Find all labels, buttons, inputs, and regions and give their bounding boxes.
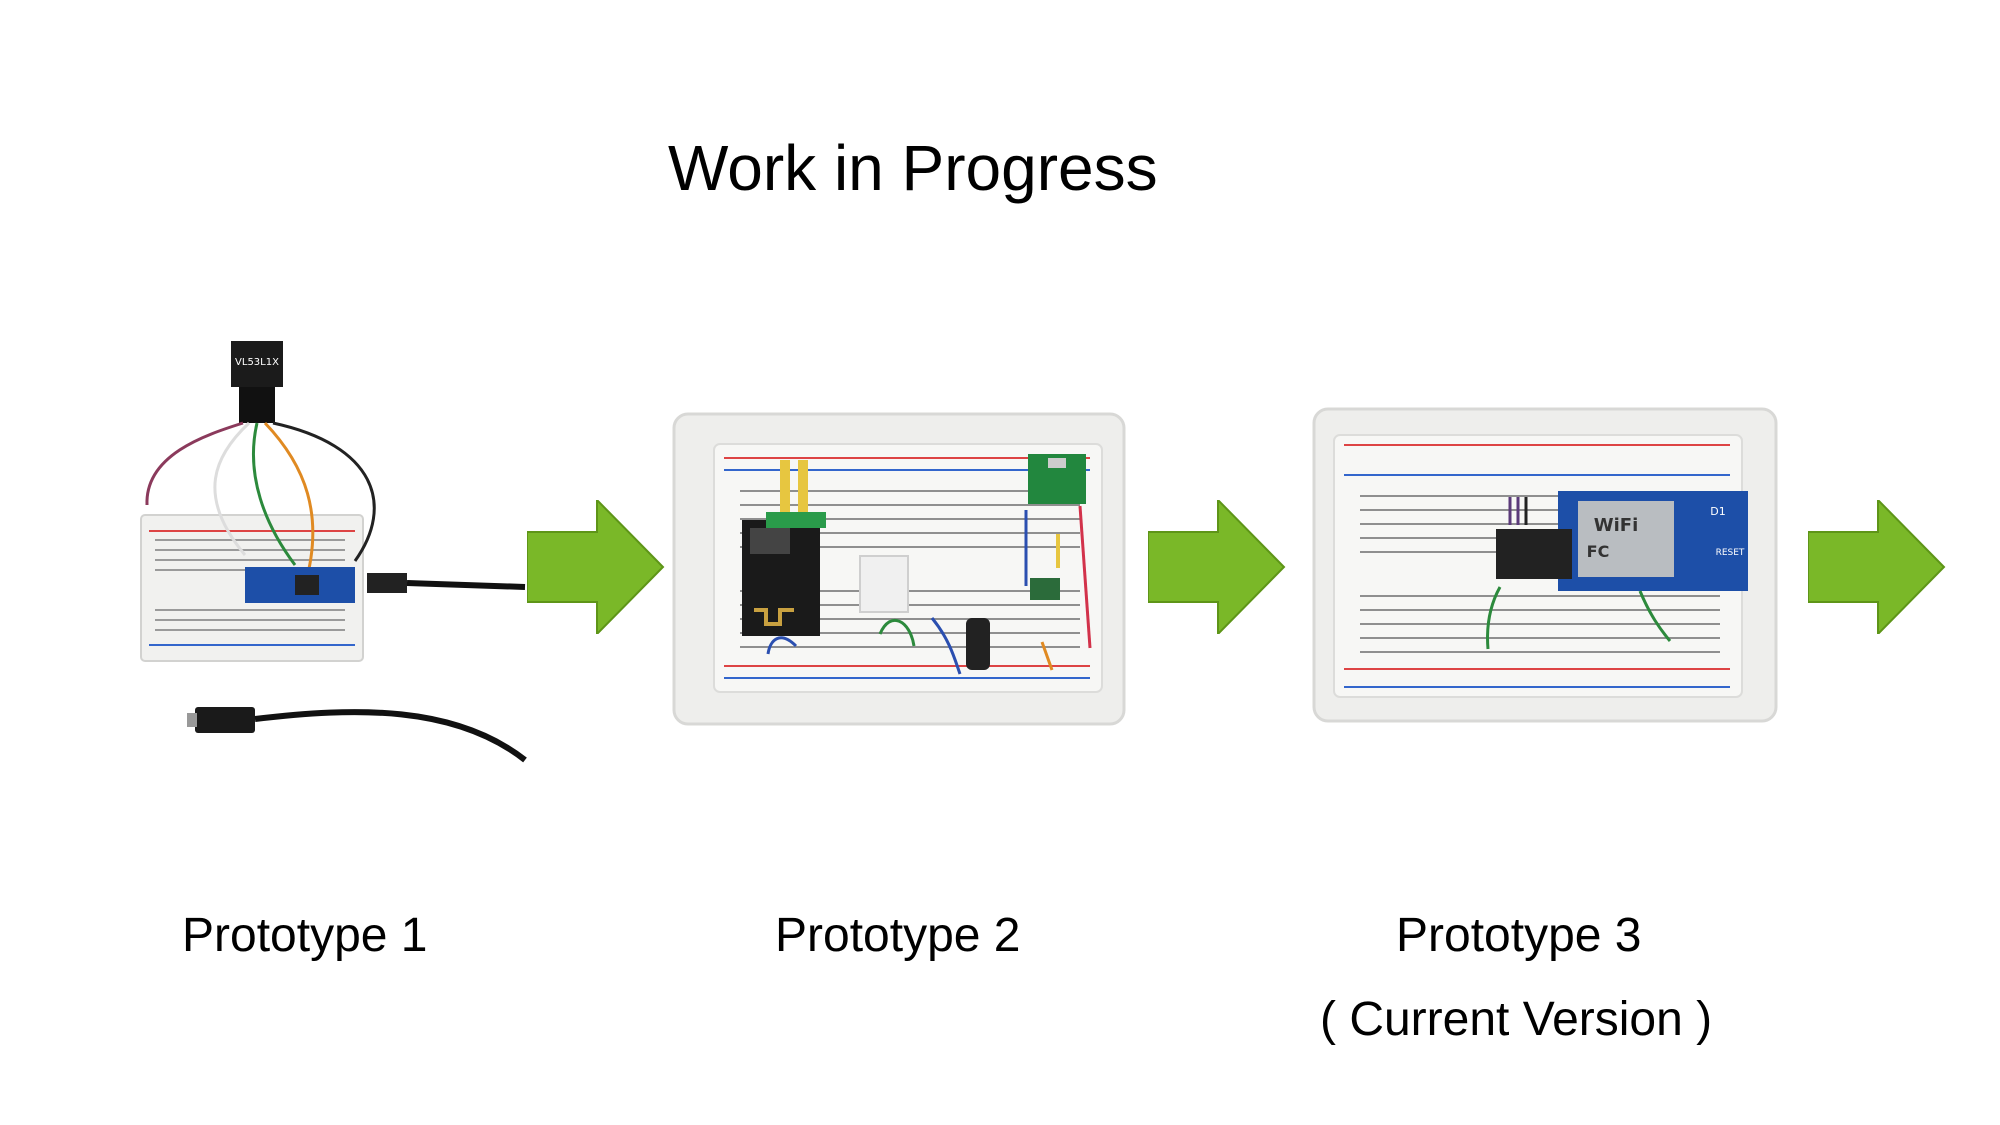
prototype-1-photo: VL53L1X [140, 341, 527, 763]
slide-title: Work in Progress [668, 132, 1158, 204]
capacitor [966, 618, 990, 670]
svg-text:D1: D1 [1710, 505, 1725, 518]
sensor-board [231, 341, 283, 387]
prototype-1-label: Prototype 1 [182, 909, 428, 962]
svg-text:RESET: RESET [1716, 548, 1745, 558]
arrow-right-icon [527, 500, 665, 634]
arrow-right-icon [1808, 500, 1946, 634]
svg-text:FC: FC [1587, 542, 1610, 561]
prototype-2-photo [672, 412, 1126, 726]
prototype-2-label: Prototype 2 [775, 909, 1021, 962]
sensor-module [1496, 529, 1572, 579]
prototype-3-photo: WiFi FC D1 RESET [1312, 407, 1778, 723]
svg-text:VL53L1X: VL53L1X [235, 357, 279, 368]
arrow-right-icon [1148, 500, 1286, 634]
prototype-3-sublabel: ( Current Version ) [1320, 993, 1713, 1046]
prototype-3-label: Prototype 3 [1396, 909, 1642, 962]
svg-text:WiFi: WiFi [1594, 515, 1639, 536]
